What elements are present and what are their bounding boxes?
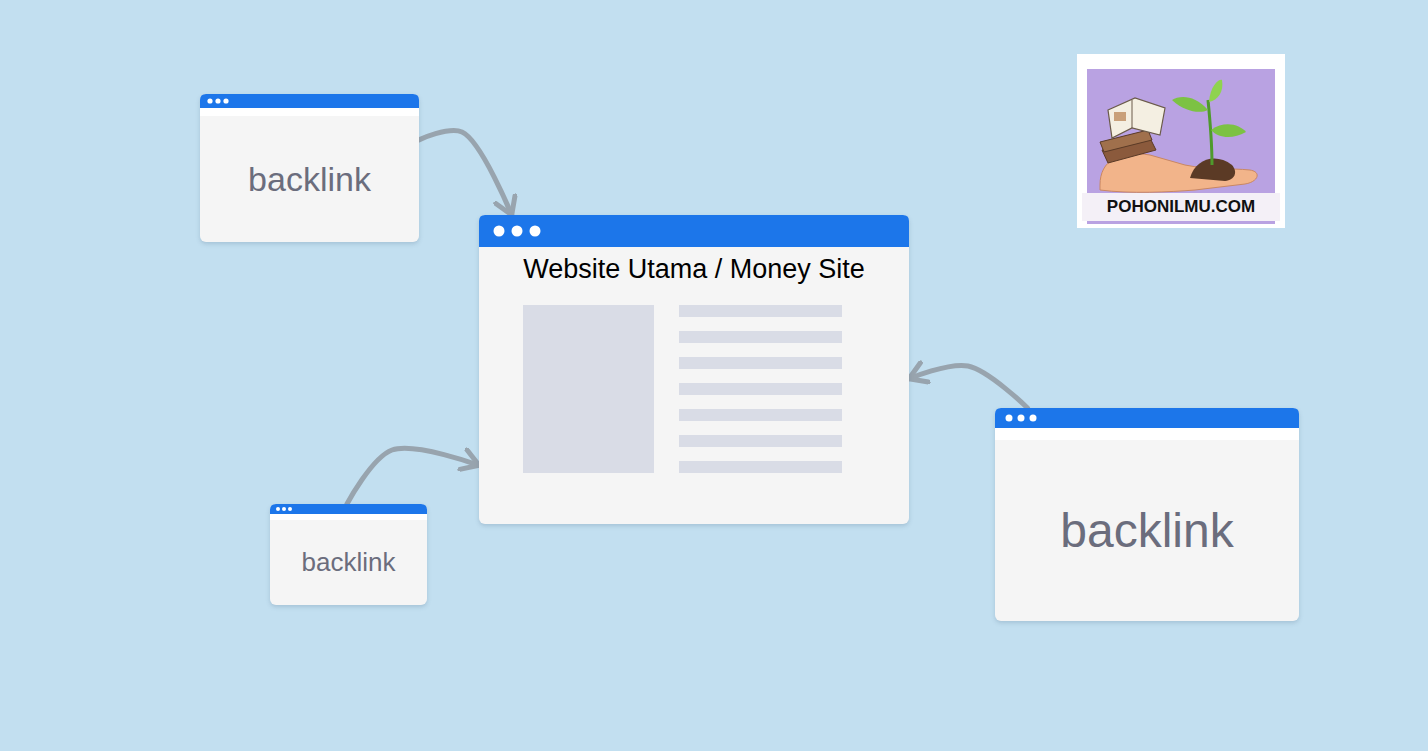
window-dot (223, 98, 228, 103)
backlink-label: backlink (995, 502, 1299, 560)
backlink-window: backlink (995, 408, 1299, 621)
window-dot (512, 226, 523, 237)
backlink-label: backlink (270, 547, 427, 578)
leaf (1172, 97, 1208, 112)
arrow-connector (347, 448, 479, 504)
window-dot (276, 507, 280, 511)
arrow-connector (909, 365, 1028, 408)
logo-frame (1077, 54, 1285, 228)
title-bar (995, 408, 1299, 428)
window-dot (494, 226, 505, 237)
arrow-connector (419, 131, 512, 215)
main-website-window: Website Utama / Money Site (479, 215, 909, 524)
book-spine (1132, 100, 1133, 128)
logo-text-strip (1082, 193, 1280, 221)
title-bar (479, 215, 909, 247)
site-title: Website Utama / Money Site (479, 253, 909, 285)
header-strip (200, 108, 419, 116)
window-dot (1030, 415, 1037, 422)
logo-text: POHONILMU.COM (1082, 196, 1280, 218)
backlink-window: backlink (270, 504, 427, 605)
open-book (1108, 98, 1165, 138)
window-dot (288, 507, 292, 511)
leaf (1209, 80, 1222, 102)
header-strip (995, 428, 1299, 440)
book (1100, 130, 1152, 152)
header-strip (270, 514, 427, 520)
window-dot (1018, 415, 1025, 422)
hand (1100, 154, 1257, 193)
window-dot (282, 507, 286, 511)
stem (1208, 100, 1212, 165)
title-bar (270, 504, 427, 514)
window-dot (207, 98, 212, 103)
backlink-label: backlink (200, 159, 419, 200)
leaf (1211, 124, 1246, 137)
backlink-window: backlink (200, 94, 419, 242)
window-dot (215, 98, 220, 103)
title-bar (200, 94, 419, 108)
window-dot (530, 226, 541, 237)
book-picture (1114, 112, 1126, 121)
window-dot (1006, 415, 1013, 422)
